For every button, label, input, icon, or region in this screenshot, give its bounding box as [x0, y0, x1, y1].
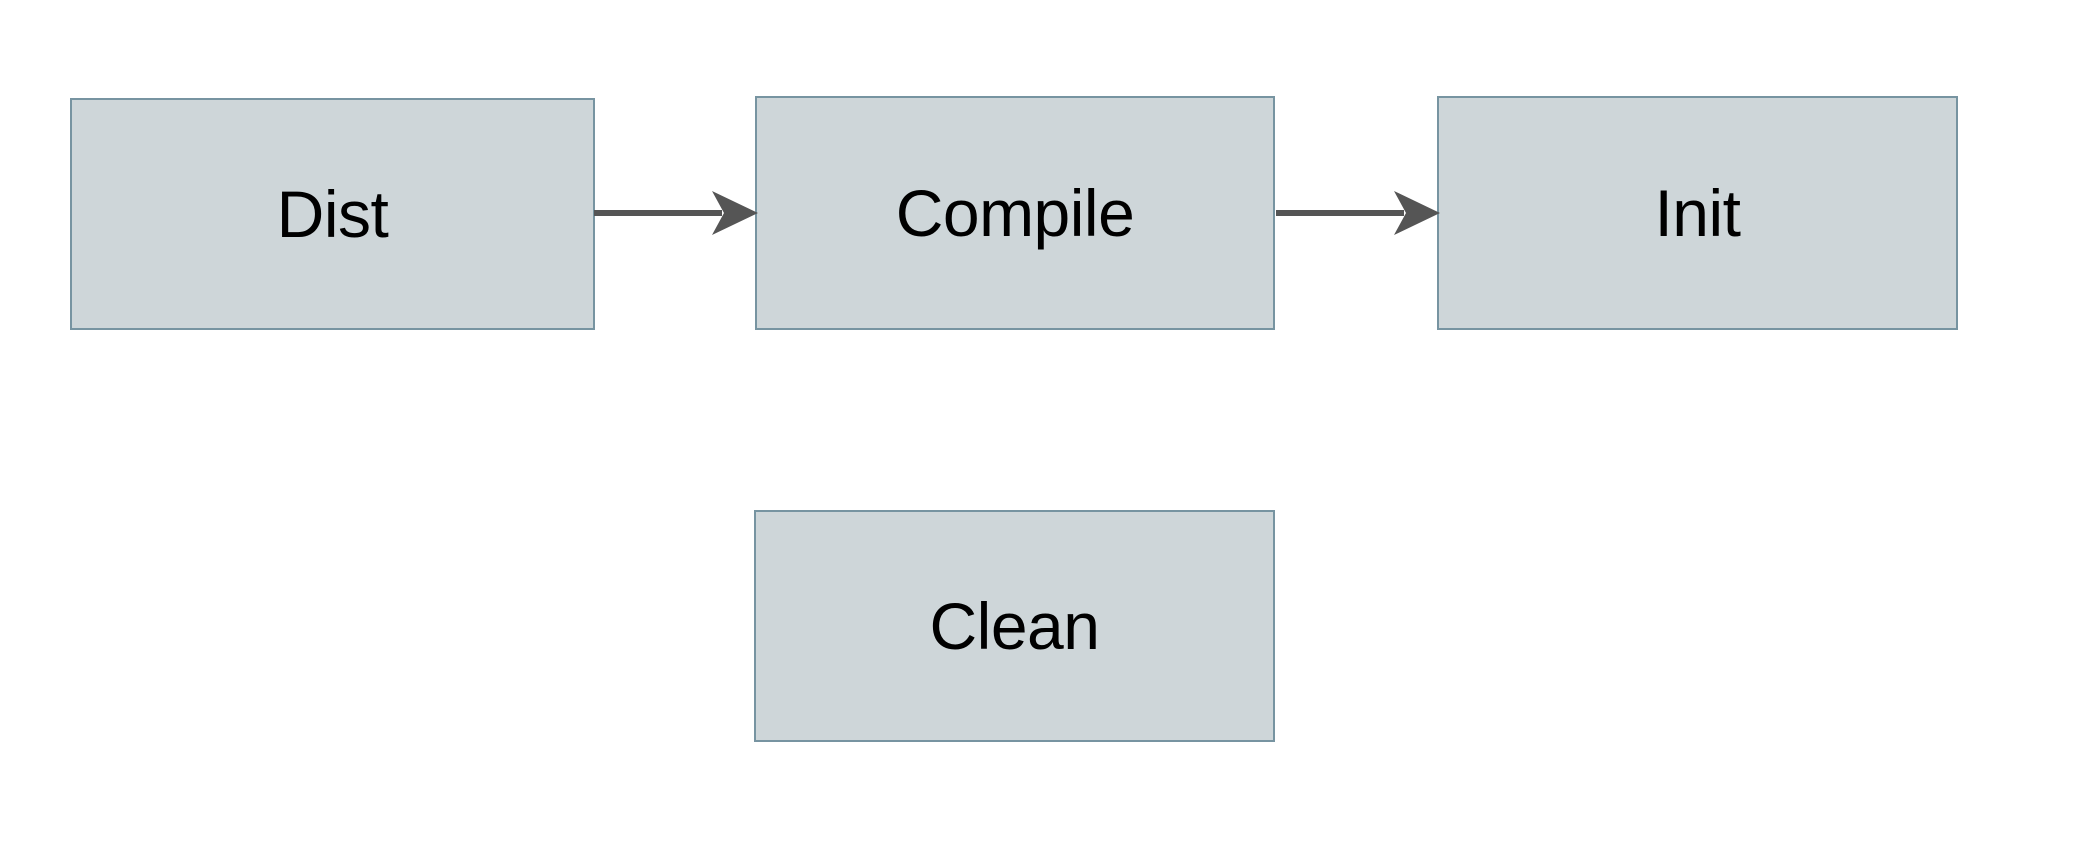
node-dist[interactable]: Dist: [70, 98, 595, 330]
edge-compile-to-init: [1276, 191, 1440, 235]
arrowhead-icon: [712, 191, 758, 235]
node-dist-label: Dist: [276, 177, 389, 251]
node-clean-label: Clean: [929, 589, 1100, 663]
node-init[interactable]: Init: [1437, 96, 1958, 330]
node-compile[interactable]: Compile: [755, 96, 1275, 330]
node-clean[interactable]: Clean: [754, 510, 1275, 742]
edge-dist-to-compile: [594, 191, 758, 235]
node-compile-label: Compile: [895, 176, 1135, 250]
node-init-label: Init: [1654, 176, 1741, 250]
arrowhead-icon: [1394, 191, 1440, 235]
